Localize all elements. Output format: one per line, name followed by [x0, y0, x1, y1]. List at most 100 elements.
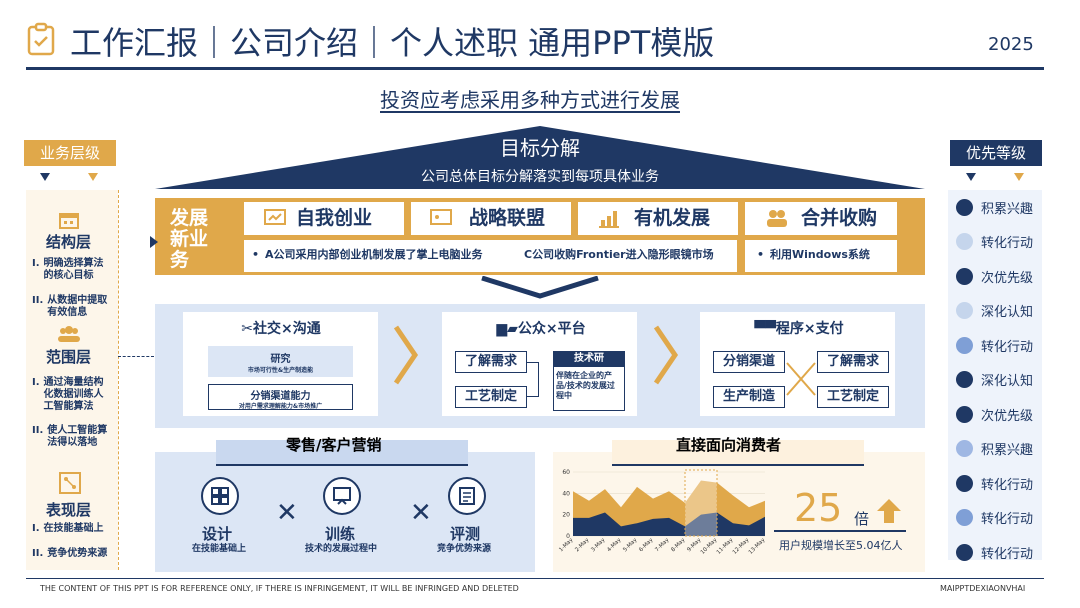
roof-subtitle: 公司总体目标分解落实到每项具体业务: [421, 169, 659, 185]
tag-button: 分销渠道: [713, 351, 785, 373]
band-label: 发展新业务: [170, 208, 209, 270]
divider: [118, 190, 119, 570]
tag-button: 工艺制定: [455, 386, 527, 408]
step-sub: 竞争优势来源: [437, 544, 492, 554]
footer-brand: MAIPPTDEXIAONVHAI: [940, 584, 1026, 593]
x-tick-label: 13-May: [748, 537, 767, 556]
info-sub: 市场可行性&生产制造能: [247, 367, 314, 374]
chevron-right-icon: [653, 325, 679, 389]
multiply-icon: ✕: [276, 498, 298, 528]
priority-dot-icon: [956, 302, 973, 320]
priority-item: 转化行动: [948, 466, 1042, 501]
level-item: I.通过海量结构化数据训练人工智能算法: [32, 377, 104, 412]
training-icon: [323, 477, 361, 515]
note-card: [244, 240, 737, 272]
x-tick-label: 2-May: [574, 537, 591, 554]
card-title: 合并收购: [801, 207, 878, 229]
tag-button: 了解需求: [455, 351, 527, 373]
priority-item: 次优先级: [948, 259, 1042, 294]
truck-icon: ▆▰: [496, 321, 518, 337]
level-item: II.从数据中提取有效信息: [32, 295, 108, 318]
priority-label: 转化行动: [981, 339, 1034, 355]
info-sub: 对用户需求理解能力&市场推广: [238, 403, 323, 410]
card-title: 战略联盟: [469, 207, 546, 229]
chevron-right-icon: [393, 325, 419, 389]
evaluation-icon: [448, 477, 486, 515]
page-title: 工作汇报｜公司介绍｜个人述职 通用PPT模版: [70, 24, 715, 62]
tech-box-header: 技术研: [553, 351, 625, 367]
business-card: [745, 202, 897, 235]
business-level-badge: 业务层级: [24, 140, 116, 166]
growth-chart-icon: [598, 208, 620, 232]
business-card: [578, 202, 738, 235]
big-unit: 倍: [854, 510, 870, 528]
panel-header: [612, 440, 864, 466]
info-title: 分销渠道能力: [250, 391, 311, 402]
priority-dot-icon: [956, 474, 973, 492]
card-title: 自我创业: [296, 207, 373, 229]
step-title: 训练: [325, 525, 356, 543]
step-title: 设计: [202, 525, 233, 543]
bracket-line: [527, 362, 539, 397]
subtitle: 投资应考虑采用多种方式进行发展: [380, 88, 680, 112]
priority-item: 深化认知: [948, 363, 1042, 398]
x-tick-label: 8-May: [670, 537, 687, 554]
priority-dot-icon: [956, 267, 973, 285]
priority-list: 积累兴趣转化行动次优先级深化认知转化行动深化认知次优先级积累兴趣转化行动转化行动…: [948, 190, 1042, 562]
priority-dot-icon: [956, 405, 973, 423]
panel-header: [216, 440, 468, 466]
tag-button: 生产制造: [713, 386, 785, 408]
triangle-icon: [1014, 173, 1024, 181]
network-icon: [59, 472, 81, 498]
priority-dot-icon: [956, 440, 973, 458]
priority-label: 深化认知: [981, 305, 1034, 321]
tech-box-text: 伴随在企业的产品/技术的发展过程中: [556, 371, 615, 400]
priority-dot-icon: [956, 371, 973, 389]
y-tick-label: 20: [562, 512, 570, 519]
note-text: C公司收购Frontier进入隐形眼镜市场: [524, 248, 714, 261]
cross-arrows-icon: [785, 361, 817, 401]
triangle-icon: [966, 173, 976, 181]
step-sub: 技术的发展过程中: [305, 544, 378, 554]
priority-dot-icon: [956, 509, 973, 527]
level-item: II.竞争优势来源: [32, 548, 108, 559]
note-text: •A公司采用内部创业机制发展了掌上电脑业务: [252, 248, 483, 261]
big-caption: 用户规模增长至5.04亿人: [779, 539, 903, 552]
priority-label: 转化行动: [981, 512, 1034, 528]
priority-item: 次优先级: [948, 397, 1042, 432]
panel-title: 零售/客户营销: [286, 436, 382, 454]
arrow-icon: [150, 236, 158, 248]
info-box: [208, 346, 353, 377]
priority-item: 深化认知: [948, 294, 1042, 329]
tag-button: 工艺制定: [817, 386, 889, 408]
note-text: •利用Windows系统: [757, 248, 870, 261]
priority-label: 积累兴趣: [981, 443, 1034, 459]
y-tick-label: 40: [562, 490, 570, 497]
priority-label: 次优先级: [981, 270, 1034, 286]
footer-divider: [26, 578, 1044, 579]
step-title: 评测: [450, 525, 481, 543]
priority-label: 深化认知: [981, 374, 1034, 390]
level-item: II.使人工智能算法得以落地: [32, 425, 108, 448]
priority-dot-icon: [956, 336, 973, 354]
header-divider: [26, 67, 1044, 70]
info-title: 研究: [270, 354, 291, 365]
presentation-icon: [264, 208, 286, 232]
x-tick-label: 6-May: [638, 537, 655, 554]
box-title: ▆▰公众×平台: [466, 318, 616, 338]
level-title: 结构层: [46, 233, 92, 251]
year-label: 2025: [988, 34, 1034, 55]
step-sub: 在技能基础上: [192, 544, 247, 554]
box-title: ▀▀程序×支付: [724, 318, 874, 338]
priority-item: 转化行动: [948, 225, 1042, 260]
x-tick-label: 7-May: [654, 537, 671, 554]
triangle-icon: [40, 173, 50, 181]
tag-button: 了解需求: [817, 351, 889, 373]
level-title: 表现层: [46, 501, 92, 519]
triangle-icon: [88, 173, 98, 181]
clipboard-icon: [26, 22, 56, 56]
priority-dot-icon: [956, 543, 973, 561]
level-title: 范围层: [46, 348, 92, 366]
priority-badge: 优先等级: [950, 140, 1042, 166]
